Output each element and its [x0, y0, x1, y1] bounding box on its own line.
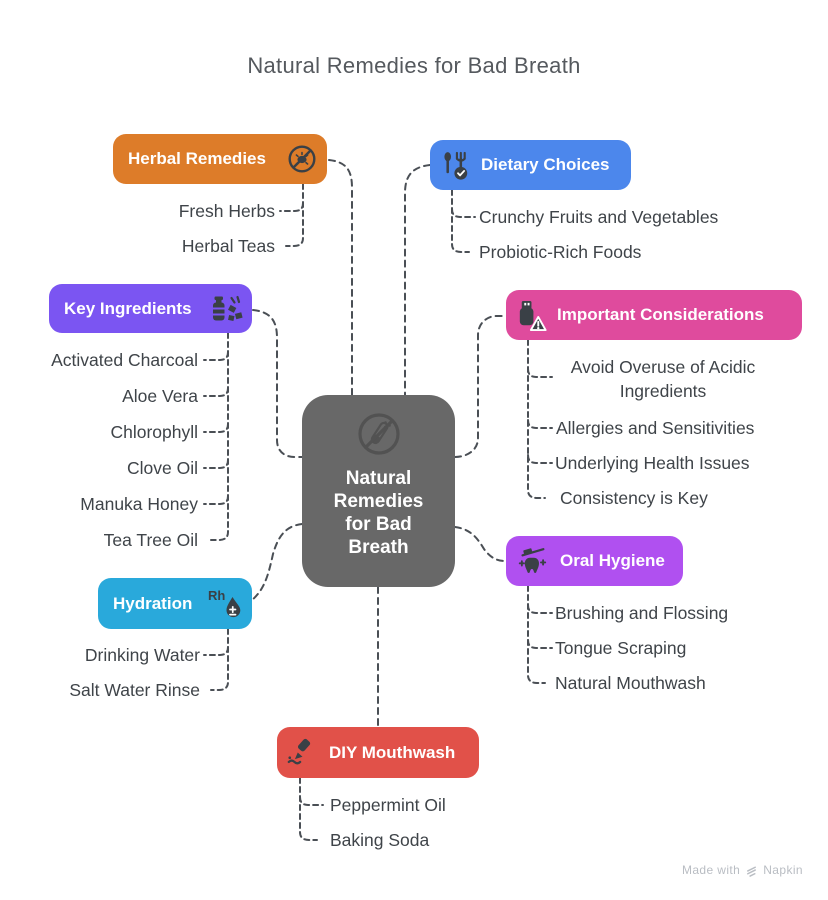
stub-key-1 [203, 387, 229, 397]
item-label[interactable]: Natural Mouthwash [555, 673, 706, 693]
spine-herbal [285, 183, 304, 247]
branch-label: Dietary Choices [481, 155, 610, 174]
branch-label: Herbal Remedies [128, 149, 266, 168]
item-label[interactable]: Activated Charcoal [51, 350, 198, 370]
no-germs-icon [286, 143, 318, 175]
central-topic-node[interactable]: Natural Remedies for Bad Breath [302, 395, 455, 587]
item-label[interactable]: Underlying Health Issues [555, 453, 750, 473]
item-label[interactable]: Consistency is Key [560, 488, 708, 508]
branch-node-herbal-remedies[interactable]: Herbal Remedies [113, 134, 327, 184]
spine-key [210, 332, 229, 541]
branch-node-dietary-choices[interactable]: Dietary Choices [430, 140, 631, 190]
spine-diy [299, 777, 318, 841]
stub-key-2 [203, 423, 229, 433]
stub-oral-1 [527, 639, 553, 649]
stub-oral-0 [527, 604, 553, 614]
connector-herbal-center [328, 159, 353, 396]
branch-label: Oral Hygiene [560, 551, 665, 570]
item-label[interactable]: Herbal Teas [181, 236, 275, 256]
item-label[interactable]: Aloe Vera [122, 386, 198, 406]
connector-dietary-center [404, 164, 431, 396]
branch-node-important-considerations[interactable]: Important Considerations [506, 290, 802, 340]
stub-key-4 [203, 495, 229, 505]
stub-key-0 [203, 351, 229, 361]
stub-important-1 [527, 419, 553, 429]
stub-herbal-0 [279, 202, 304, 212]
branch-label: Hydration [113, 593, 193, 613]
item-label[interactable]: Tongue Scraping [555, 638, 687, 658]
stub-key-3 [203, 459, 229, 469]
item-label[interactable]: Salt Water Rinse [69, 680, 200, 700]
item-label[interactable]: Chlorophyll [110, 422, 198, 442]
napkin-logo-icon [745, 864, 758, 877]
spine-hydration [210, 628, 229, 691]
item-label[interactable]: Allergies and Sensitivities [556, 418, 755, 438]
item-label[interactable]: Brushing and Flossing [555, 603, 729, 623]
branch-label: DIY Mouthwash [329, 742, 456, 762]
item-label[interactable]: Tea Tree Oil [103, 530, 198, 550]
connector-key-center [252, 309, 303, 458]
stub-important-2 [527, 454, 553, 464]
item-label[interactable]: Probiotic-Rich Foods [479, 242, 642, 262]
item-label[interactable]: Drinking Water [84, 645, 200, 665]
watermark-brand: Napkin [763, 863, 803, 877]
humidity-droplet-icon: Rh [207, 587, 243, 621]
item-label[interactable]: Manuka Honey [80, 494, 198, 514]
branch-label: Important Considerations [557, 305, 764, 324]
no-odor-flask-icon [355, 410, 403, 463]
item-label[interactable]: Baking Soda [330, 830, 430, 850]
item-label[interactable]: Peppermint Oil [330, 795, 446, 815]
spine-dietary [451, 189, 470, 253]
tooth-brush-icon [514, 544, 550, 578]
marker-pen-icon [285, 737, 319, 769]
connector-important-center [454, 315, 506, 458]
cutlery-check-icon [438, 149, 471, 182]
branch-node-oral-hygiene[interactable]: Oral Hygiene [506, 536, 683, 586]
watermark-prefix: Made with [681, 863, 741, 877]
stub-dietary-0 [451, 208, 476, 218]
spine-oral [527, 585, 546, 684]
item-label[interactable]: Fresh Herbs [178, 201, 275, 221]
branch-node-diy-mouthwash[interactable]: DIY Mouthwash [277, 727, 479, 778]
usb-warning-icon [514, 298, 547, 333]
napkin-watermark[interactable]: Made with Napkin [682, 863, 803, 877]
stub-important-0 [527, 368, 553, 378]
stub-diy-0 [299, 796, 324, 806]
ingredients-bottle-icon [209, 293, 243, 324]
central-topic-label: Natural Remedies for Bad Breath [333, 468, 424, 558]
page-title: Natural Remedies for Bad Breath [247, 53, 581, 78]
branch-label: Key Ingredients [64, 298, 192, 318]
item-label[interactable]: Avoid Overuse of Acidic Ingredients [570, 357, 756, 401]
stub-hydration-0 [203, 646, 229, 656]
item-label[interactable]: Clove Oil [127, 458, 198, 478]
connector-oral-center [454, 526, 506, 562]
branch-node-hydration[interactable]: Hydration Rh [98, 578, 252, 629]
connector-hydration-center [250, 523, 303, 602]
spine-important [527, 339, 546, 499]
branch-node-key-ingredients[interactable]: Key Ingredients [49, 284, 252, 333]
item-label[interactable]: Crunchy Fruits and Vegetables [479, 207, 719, 227]
svg-text:Rh: Rh [208, 588, 225, 603]
